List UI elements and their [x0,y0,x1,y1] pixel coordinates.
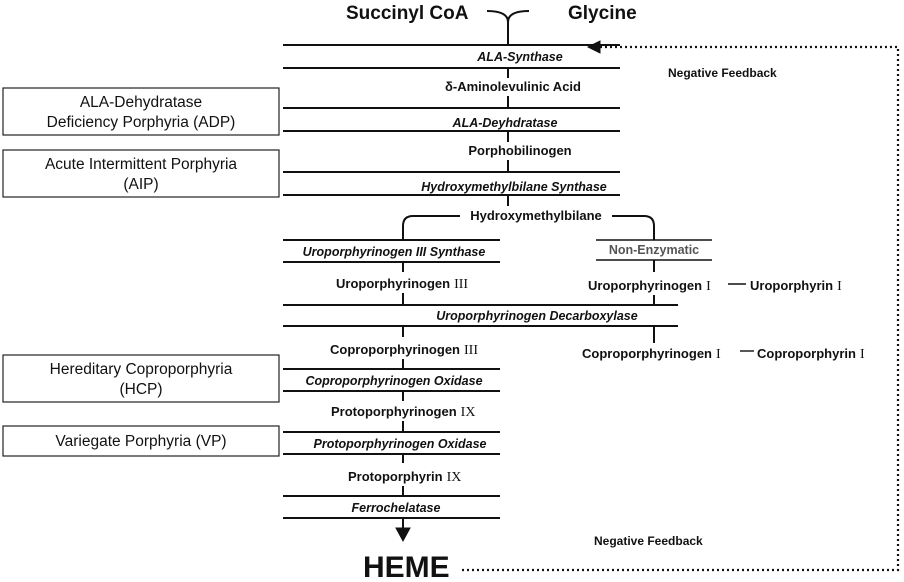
negative-feedback-bottom-label: Negative Feedback [594,534,703,548]
uro3-synthase-label: Uroporphyrinogen III Synthase [303,245,486,259]
proto-oxidase-label: Protoporphyrinogen Oxidase [314,437,487,451]
arrowhead-to-heme [395,527,411,543]
hydroxymethylbilane-label: Hydroxymethylbilane [470,208,602,223]
succinyl-coa-label: Succinyl CoA [346,3,469,24]
branch-right-connector [612,215,655,240]
non-enzymatic-label: Non-Enzymatic [609,243,699,257]
disease-box-hcp [2,354,280,403]
disease-adp-line2: Deficiency Porphyria (ADP) [47,114,236,131]
ala-label: δ-Aminolevulinic Acid [445,79,581,94]
heme-label: HEME [363,551,450,582]
disease-aip-line2: (AIP) [123,176,158,193]
disease-box-adp [2,87,280,136]
disease-box-aip [2,149,280,198]
branch-left-connector [402,215,460,240]
uro-decarboxylase-label: Uroporphyrinogen Decarboxylase [436,309,637,323]
copro-oxidase-label: Coproporphyrinogen Oxidase [305,374,482,388]
disease-adp-line1: ALA-Dehydratase [80,94,202,111]
ala-synthase-label: ALA-Synthase [476,50,562,64]
porphobilinogen-label: Porphobilinogen [468,143,571,158]
ala-dehydratase-label: ALA-Deyhdratase [452,116,558,130]
feedback-arrowhead [586,40,601,54]
disease-hcp-line2: (HCP) [119,381,162,398]
disease-hcp-line1: Hereditary Coproporphyria [50,361,233,378]
disease-aip-line1: Acute Intermittent Porphyria [45,156,237,173]
disease-vp-line1: Variegate Porphyria (VP) [55,433,226,450]
glycine-label: Glycine [568,3,637,24]
hmb-synthase-label: Hydroxymethylbilane Synthase [421,180,607,194]
substrate-join-brace [486,10,530,23]
disease-box-vp [2,425,280,457]
ferrochelatase-label: Ferrochelatase [352,501,441,515]
negative-feedback-top-label: Negative Feedback [668,66,777,80]
